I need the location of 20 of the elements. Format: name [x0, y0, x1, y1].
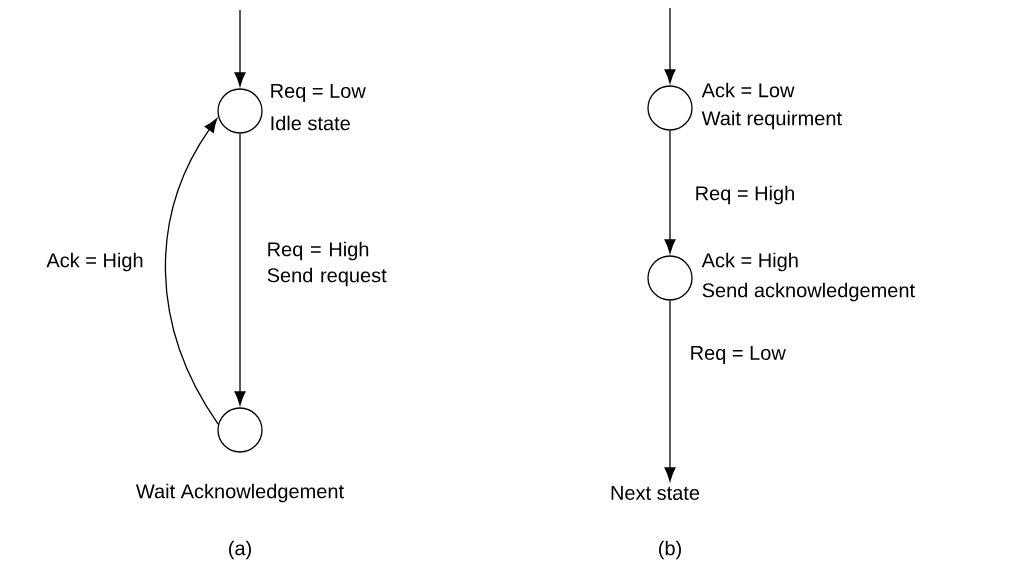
edge-label: Ack = High	[45, 251, 145, 273]
state-label: Ack = Low	[701, 82, 795, 98]
state-label: Req = Low	[271, 84, 366, 102]
state-label: Wait requirment	[701, 110, 842, 130]
state-label: Send acknowledgement	[702, 282, 915, 302]
edge-label: Req = Low	[688, 345, 787, 365]
panel-label: (b)	[659, 540, 681, 560]
state-label: Idle state	[271, 115, 350, 131]
state-label: Ack = High	[701, 252, 798, 272]
edge-label: Req = High Send request	[265, 240, 403, 288]
panel-label: (a)	[229, 540, 251, 560]
edge-label: Req = High	[693, 184, 797, 206]
state-label: Next state	[611, 486, 700, 500]
arrow	[234, 133, 246, 406]
arrow	[234, 9, 246, 87]
arrow	[664, 130, 676, 254]
arrow	[664, 300, 676, 482]
arrow	[164, 118, 219, 425]
arrow	[664, 7, 676, 84]
state-label: Wait Acknowledgement	[136, 483, 344, 503]
